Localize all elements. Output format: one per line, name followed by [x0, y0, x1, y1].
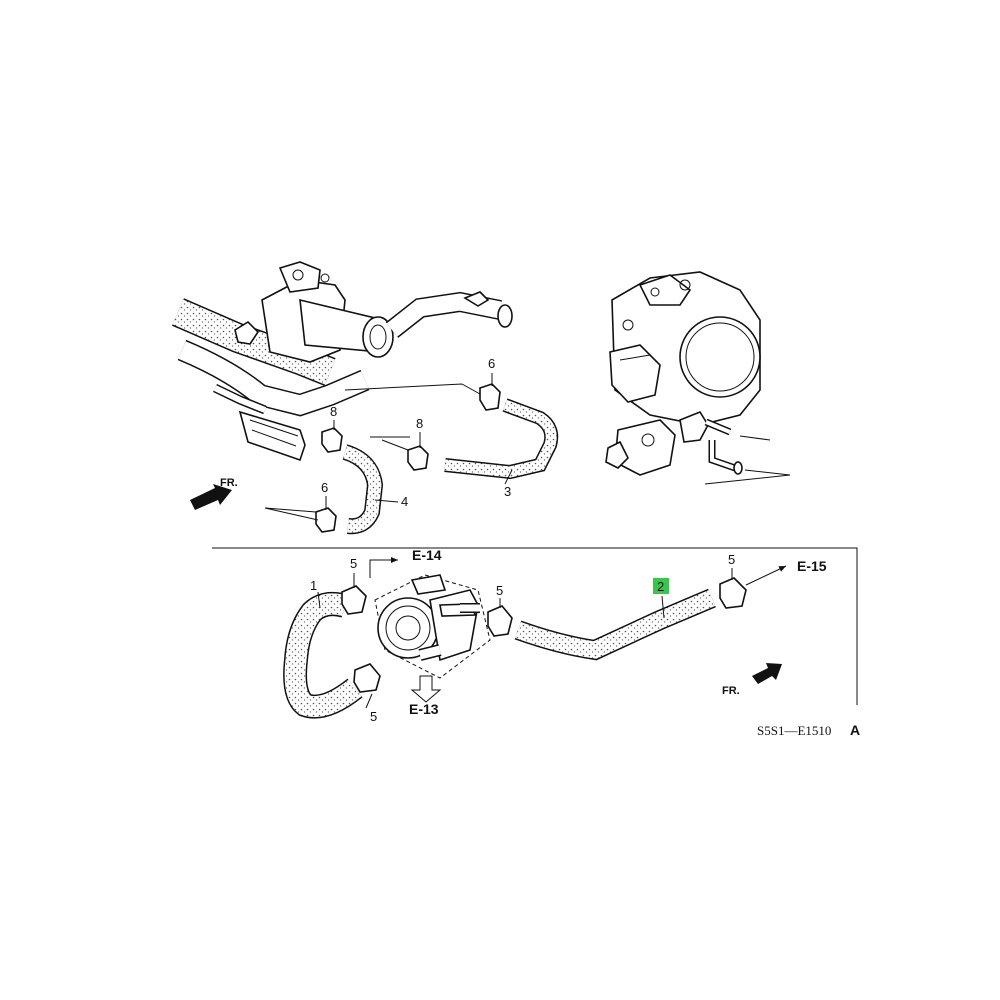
callout-2: 2 — [657, 579, 664, 594]
callout-5-right: 5 — [728, 552, 735, 567]
hose-4 — [342, 444, 384, 535]
lower-panel-frame — [212, 547, 858, 705]
clamp-5-top-left — [341, 585, 367, 615]
diagram-code: S5S1—E1510 — [757, 723, 831, 738]
reference-e14: E-14 — [412, 547, 442, 563]
bypass-valve-bracket — [213, 383, 306, 462]
water-outlet-housing — [234, 261, 513, 363]
hose-3 — [444, 398, 559, 480]
lower-leader-lines — [317, 557, 787, 709]
callout-4: 4 — [401, 494, 408, 509]
front-label-top: FR. — [220, 477, 238, 489]
upper-leader-lines — [264, 373, 513, 521]
clamp-8-right — [407, 445, 429, 471]
callout-6-left: 6 — [321, 480, 328, 495]
throttle-body — [605, 271, 791, 485]
clamp-5-bottom-left — [353, 663, 381, 693]
callout-5-middle: 5 — [496, 583, 503, 598]
lower-left-pipe — [177, 339, 370, 417]
clamp-5-right — [719, 577, 747, 609]
callout-2-highlight: 2 — [653, 578, 669, 594]
hose-1 — [283, 592, 363, 719]
clamp-8-left — [321, 427, 343, 453]
callout-8-right: 8 — [416, 416, 423, 431]
callout-3: 3 — [504, 484, 511, 499]
callout-5-bottom-left: 5 — [370, 709, 377, 724]
callout-5-top-left: 5 — [350, 556, 357, 571]
callout-1: 1 — [310, 578, 317, 593]
clamp-6-right — [479, 383, 501, 411]
diagram-code-suffix: A — [850, 722, 860, 738]
front-label-bottom: FR. — [722, 685, 740, 697]
oil-cooler — [374, 574, 491, 703]
hose-2 — [514, 588, 716, 661]
reference-e13: E-13 — [409, 701, 439, 717]
front-arrow-top: FR. — [190, 477, 238, 510]
callout-6-right: 6 — [488, 356, 495, 371]
clamp-6-left — [315, 507, 337, 533]
clamp-5-middle — [487, 605, 513, 637]
front-arrow-bottom: FR. — [722, 663, 782, 697]
callout-8-left: 8 — [330, 404, 337, 419]
reference-e15: E-15 — [797, 558, 827, 574]
